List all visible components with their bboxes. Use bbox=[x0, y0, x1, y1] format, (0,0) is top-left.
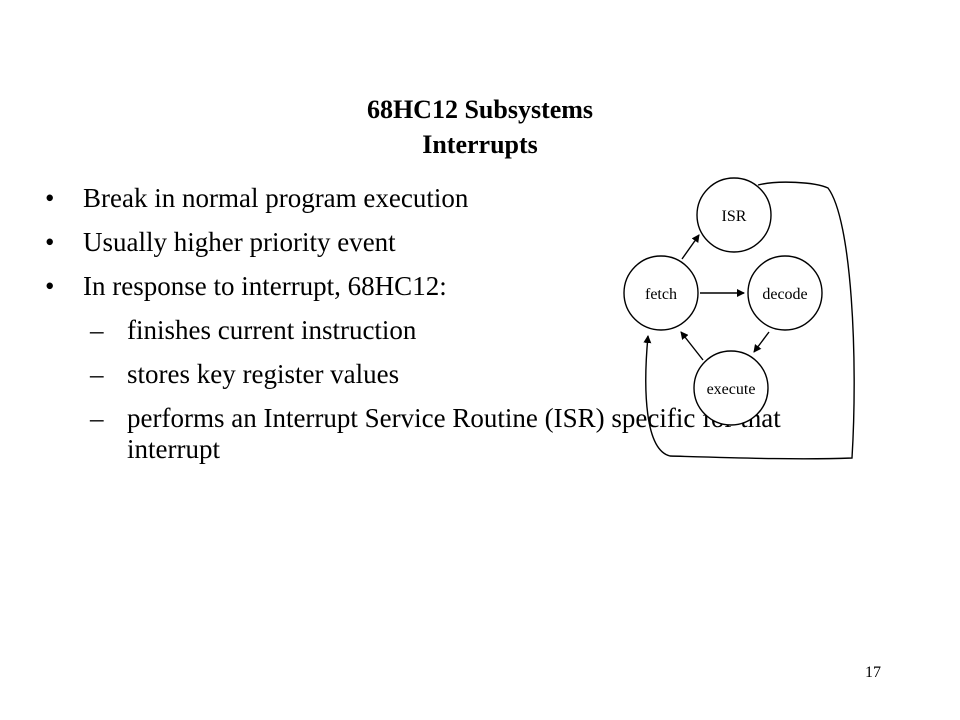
decode-to-execute-arrow bbox=[753, 331, 770, 353]
fetch-node-label: fetch bbox=[645, 286, 677, 303]
sub-bullet-text: performs an Interrupt Service Routine (I… bbox=[127, 403, 781, 464]
slide-title: 68HC12 Subsystems Interrupts bbox=[0, 92, 960, 162]
dash-marker: – bbox=[90, 403, 104, 433]
decode-node bbox=[747, 255, 823, 331]
page-number: 17 bbox=[865, 664, 881, 681]
isr-return-loop-arrow bbox=[643, 181, 855, 460]
dash-marker: – bbox=[90, 359, 104, 389]
bullet-item: Break in normal program execution bbox=[45, 183, 865, 227]
bullet-item: In response to interrupt, 68HC12: bbox=[45, 271, 865, 315]
execute-node-label: execute bbox=[707, 381, 756, 398]
sub-bullet-item: – stores key register values bbox=[45, 359, 865, 403]
sub-bullet-text: stores key register values bbox=[127, 359, 400, 389]
title-line-1: 68HC12 Subsystems bbox=[366, 95, 594, 124]
bullet-list: Break in normal program execution Usuall… bbox=[45, 183, 865, 465]
fetch-node bbox=[623, 255, 699, 331]
isr-node bbox=[696, 177, 772, 253]
dash-marker: – bbox=[90, 315, 104, 345]
title-line-2: Interrupts bbox=[422, 130, 538, 159]
fetch-to-isr-arrow bbox=[681, 234, 700, 260]
decode-node-label: decode bbox=[762, 286, 807, 303]
sub-bullet-item: – performs an Interrupt Service Routine … bbox=[45, 403, 865, 465]
execute-node bbox=[693, 350, 769, 426]
bullet-item: Usually higher priority event bbox=[45, 227, 865, 271]
sub-bullet-item: – finishes current instruction bbox=[45, 315, 865, 359]
execute-to-fetch-arrow bbox=[680, 331, 704, 361]
interrupt-cycle-diagram: ISR fetch decode execute bbox=[623, 177, 855, 460]
isr-node-label: ISR bbox=[722, 208, 747, 225]
sub-bullet-text: finishes current instruction bbox=[127, 315, 417, 345]
